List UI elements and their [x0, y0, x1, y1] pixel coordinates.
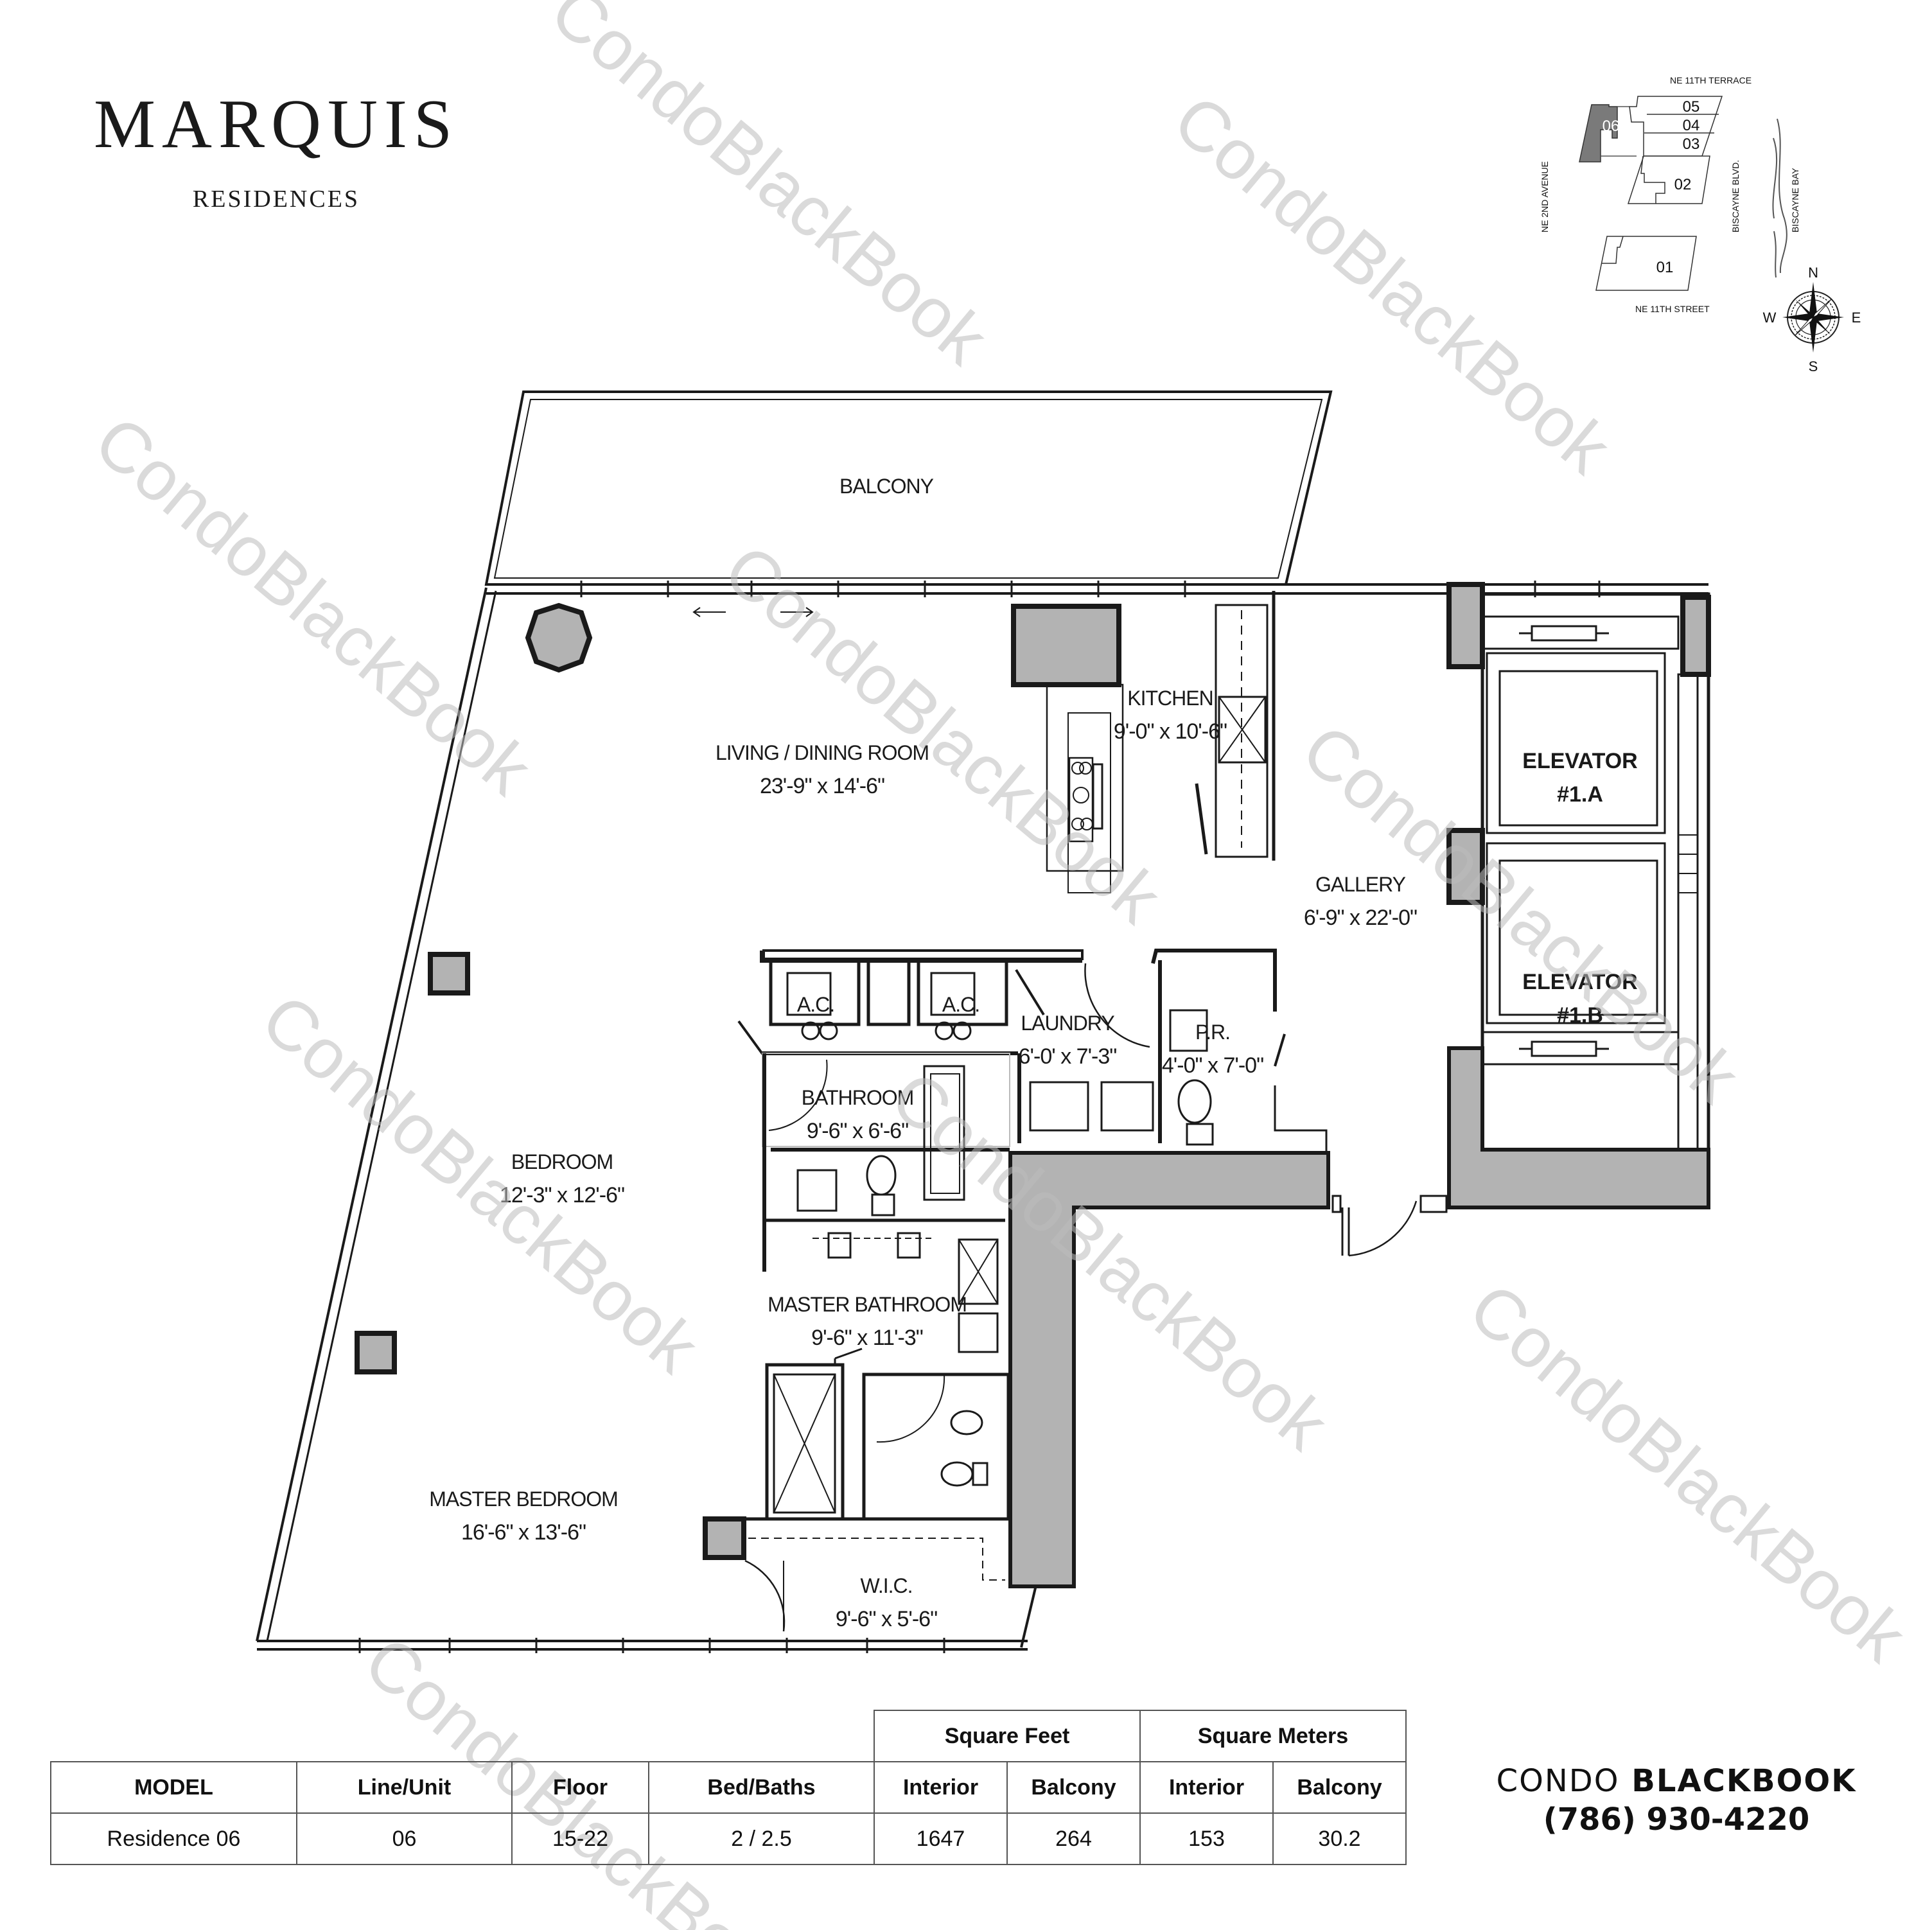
marquis-logo: MARQUIS RESIDENCES: [71, 90, 482, 213]
key-unit-01: [1595, 236, 1697, 291]
dim-living: 23'-9" x 14'-6": [760, 774, 884, 798]
label-kitchen: KITCHEN: [1127, 687, 1213, 710]
label-gallery: GALLERY: [1315, 873, 1406, 896]
logo-subtitle: RESIDENCES: [192, 186, 360, 213]
compass-s: S: [1809, 358, 1818, 374]
dim-powder-room: 4'-0" x 7'-0": [1162, 1053, 1263, 1078]
col-model: MODEL: [50, 1761, 297, 1814]
key-unit-06: [1579, 104, 1618, 162]
label-master-bedroom: MASTER BEDROOM: [429, 1487, 618, 1511]
dim-wic: 9'-6" x 5'-6": [836, 1607, 937, 1631]
key-unit-03: 03: [1683, 136, 1700, 153]
label-bathroom: BATHROOM: [802, 1086, 914, 1109]
street-east-blvd: BISCAYNE BLVD.: [1730, 160, 1741, 232]
col-line-unit: Line/Unit: [296, 1761, 513, 1814]
compass-w: W: [1763, 310, 1777, 326]
street-east-bay: BISCAYNE BAY: [1790, 168, 1800, 232]
brand-name: CONDO BLACKBOOK: [1458, 1763, 1895, 1799]
compass-rose-icon: N S W E: [1763, 265, 1861, 374]
watermark: CondoBlackBook: [710, 529, 1176, 938]
column-octagon: [525, 602, 593, 673]
cell-model: Residence 06: [50, 1812, 297, 1865]
column-master-bedroom: [355, 1331, 397, 1374]
label-elevator-b-num: #1.B: [1557, 1003, 1603, 1028]
cell-sqm-balcony: 30.2: [1272, 1812, 1407, 1865]
cell-line-unit: 06: [296, 1812, 513, 1865]
watermark: CondoBlackBook: [247, 979, 714, 1388]
dim-bedroom: 12'-3" x 12'-6": [500, 1183, 624, 1207]
cell-bed-baths: 2 / 2.5: [648, 1812, 875, 1865]
label-elevator-b: ELEVATOR: [1522, 970, 1637, 994]
column-header-row: MODEL Line/Unit Floor Bed/Baths Interior…: [50, 1761, 1407, 1814]
col-floor: Floor: [511, 1761, 649, 1814]
service-rooms: [737, 949, 1328, 1632]
watermark: CondoBlackBook: [536, 0, 1003, 380]
header-square-feet: Square Feet: [874, 1710, 1141, 1762]
col-bed-baths: Bed/Baths: [648, 1761, 875, 1814]
key-unit-05: 05: [1683, 98, 1700, 116]
street-south: NE 11TH STREET: [1635, 304, 1710, 314]
dim-master-bathroom: 9'-6" x 11'-3": [811, 1326, 923, 1350]
cell-floor: 15-22: [511, 1812, 649, 1865]
brand-name-bold: BLACKBOOK: [1631, 1763, 1857, 1799]
condo-blackbook-brand: CONDO BLACKBOOK (786) 930-4220: [1458, 1763, 1895, 1838]
dim-bathroom: 9'-6" x 6'-6": [807, 1119, 908, 1143]
label-laundry: LAUNDRY: [1021, 1012, 1114, 1035]
core-wall: [1008, 1151, 1330, 1588]
key-plan: NE 11TH TERRACE 06 05 04 03 02 01 NE 2ND…: [1540, 75, 1861, 374]
header-square-meters: Square Meters: [1139, 1710, 1407, 1762]
label-master-bathroom: MASTER BATHROOM: [768, 1293, 967, 1316]
key-unit-02-label: 02: [1674, 176, 1692, 193]
logo-title: MARQUIS: [93, 86, 459, 162]
cell-sqft-balcony: 264: [1006, 1812, 1141, 1865]
watermark: CondoBlackBook: [1159, 80, 1626, 489]
dim-master-bedroom: 16'-6" x 13'-6": [461, 1520, 586, 1545]
column-wic: [703, 1516, 746, 1560]
col-sqm-balcony: Balcony: [1272, 1761, 1407, 1814]
brand-name-light: CONDO: [1496, 1763, 1620, 1799]
column-elevator-top: [1446, 582, 1485, 669]
entry-door: [1331, 1195, 1448, 1257]
kitchen-fixtures: [1011, 591, 1276, 893]
col-sqft-interior: Interior: [874, 1761, 1008, 1814]
key-unit-04: 04: [1683, 117, 1700, 134]
label-balcony: BALCONY: [839, 475, 934, 498]
table-row: Residence 06 06 15-22 2 / 2.5 1647 264 1…: [50, 1812, 1407, 1865]
dim-laundry: 6'-0' x 7'-3": [1019, 1044, 1117, 1069]
label-elevator-a-num: #1.A: [1557, 782, 1603, 807]
label-powder-room: P.R.: [1195, 1021, 1230, 1044]
group-header-row: Square Feet Square Meters: [51, 1710, 1407, 1762]
watermark: CondoBlackBook: [877, 1056, 1343, 1465]
label-elevator-a: ELEVATOR: [1522, 749, 1637, 773]
room-labels: BALCONY LIVING / DINING ROOM 23'-9" x 14…: [429, 475, 1638, 1631]
street-north: NE 11TH TERRACE: [1670, 75, 1752, 85]
dim-kitchen: 9'-0" x 10'-6": [1114, 719, 1227, 744]
specs-table: Square Feet Square Meters MODEL Line/Uni…: [50, 1710, 1407, 1865]
elevator-shafts: [1480, 592, 1710, 1152]
col-sqm-interior: Interior: [1139, 1761, 1274, 1814]
brand-phone[interactable]: (786) 930-4220: [1543, 1802, 1810, 1838]
key-unit-01-label: 01: [1656, 259, 1674, 276]
column-east-top: [1680, 595, 1711, 677]
dim-gallery: 6'-9" x 22'-0": [1304, 906, 1417, 930]
label-bedroom: BEDROOM: [511, 1150, 613, 1173]
key-unit-06-label: 06: [1603, 118, 1620, 135]
key-unit-02: [1627, 155, 1710, 204]
col-sqft-balcony: Balcony: [1006, 1761, 1141, 1814]
label-wic: W.I.C.: [860, 1574, 912, 1597]
column-bedroom: [428, 952, 470, 996]
compass-n: N: [1808, 265, 1818, 281]
watermark: CondoBlackBook: [1455, 1268, 1921, 1677]
cell-sqm-interior: 153: [1139, 1812, 1274, 1865]
cell-sqft-interior: 1647: [874, 1812, 1008, 1865]
plan-walls: [256, 390, 1708, 1653]
label-ac-2: A.C.: [942, 993, 979, 1016]
label-living: LIVING / DINING ROOM: [716, 741, 929, 764]
street-west: NE 2ND AVENUE: [1540, 161, 1550, 232]
compass-e: E: [1852, 310, 1861, 326]
key-units-05-03: [1629, 96, 1723, 157]
label-ac-1: A.C.: [797, 993, 834, 1016]
watermark: CondoBlackBook: [80, 401, 547, 810]
